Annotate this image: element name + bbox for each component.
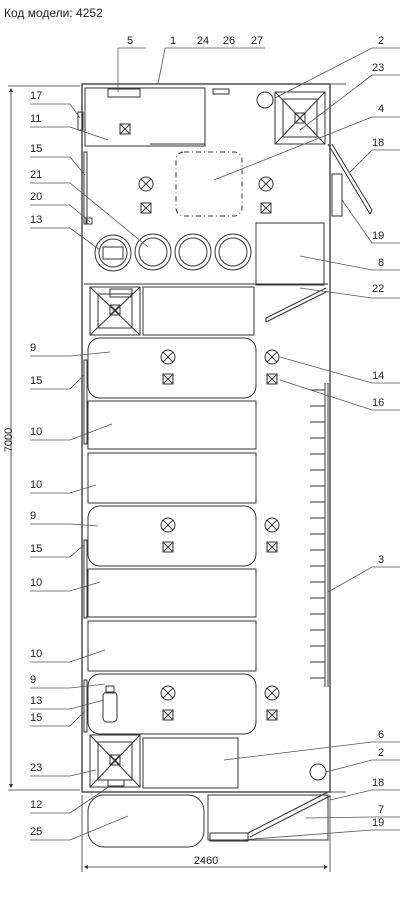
callout-left-label: 12 [30, 799, 42, 811]
left-leader-lines [30, 103, 149, 841]
height-dimension [8, 85, 80, 791]
socket-icon [266, 373, 278, 385]
callout-right-label: 14 [372, 370, 384, 382]
right-leader-lines [213, 47, 400, 841]
socket-icon [109, 304, 121, 316]
callout-left-label: 13 [30, 214, 42, 226]
socket-icon [162, 709, 174, 721]
callout-right-label: 8 [378, 257, 384, 269]
callout-right-label: 19 [372, 230, 384, 242]
callout-left-label: 23 [30, 762, 42, 774]
callout-left-label: 9 [30, 342, 36, 354]
socket-icon [140, 202, 152, 214]
callout-right-label: 16 [372, 397, 384, 409]
lamp-icon [264, 685, 280, 701]
callout-top-label: 27 [251, 35, 263, 47]
socket-icon [266, 541, 278, 553]
callout-left-label: 15 [30, 543, 42, 555]
callout-left-label: 11 [30, 113, 41, 125]
callout-top-label: 1 [170, 35, 176, 47]
callout-right-label: 7 [378, 804, 384, 816]
callout-left-label: 9 [30, 510, 36, 522]
socket-icon [162, 373, 174, 385]
socket-icon [260, 202, 272, 214]
callout-left-label: 9 [30, 674, 36, 686]
lamp-icon [264, 517, 280, 533]
callout-right-label: 6 [378, 729, 384, 741]
callout-left-label: 15 [30, 375, 42, 387]
callout-left-label: 15 [30, 712, 42, 724]
model-code-label: Код модели: 4252 [4, 6, 103, 20]
building-outline [81, 83, 346, 793]
interior-equipment [77, 87, 373, 848]
socket-icon [119, 123, 131, 135]
callout-left-label: 15 [30, 143, 42, 155]
callout-left-label: 10 [30, 479, 42, 491]
socket-icon [162, 541, 174, 553]
socket-icon [109, 754, 121, 766]
callout-left-label: 13 [30, 695, 42, 707]
callout-top-label: 24 [197, 35, 209, 47]
callout-right-label: 2 [378, 747, 384, 759]
callout-right-label: 22 [372, 283, 384, 295]
callout-left-label: 10 [30, 648, 42, 660]
width-dimension-label: 2460 [194, 855, 218, 867]
height-dimension-label: 7000 [3, 428, 15, 452]
callout-right-label: 18 [372, 137, 384, 149]
radiator-fins [310, 389, 325, 679]
socket-icon [266, 709, 278, 721]
callout-top-label: 26 [223, 35, 235, 47]
lamp-icon [258, 176, 274, 192]
callout-top-label: 5 [127, 35, 133, 47]
callout-left-label: 25 [30, 826, 42, 838]
callout-left-label: 10 [30, 426, 42, 438]
lamp-icon [160, 349, 176, 365]
callout-right-label: 2 [378, 35, 384, 47]
top-leader-lines [117, 47, 265, 92]
socket-icon [294, 112, 306, 124]
lamp-icon [138, 176, 154, 192]
callout-left-label: 17 [30, 90, 42, 102]
callout-left-label: 10 [30, 577, 42, 589]
callout-left-label: 21 [30, 169, 42, 181]
lamp-icon [160, 685, 176, 701]
ceiling-lamp-icons [138, 176, 280, 701]
socket-icons [109, 112, 306, 766]
callout-right-label: 19 [372, 817, 384, 829]
lamp-icon [264, 349, 280, 365]
callout-left-label: 20 [30, 191, 42, 203]
callout-right-label: 23 [372, 62, 384, 74]
callout-right-label: 18 [372, 777, 384, 789]
lamp-icon [160, 517, 176, 533]
callout-right-label: 3 [378, 554, 384, 566]
callout-right-label: 4 [378, 103, 384, 115]
